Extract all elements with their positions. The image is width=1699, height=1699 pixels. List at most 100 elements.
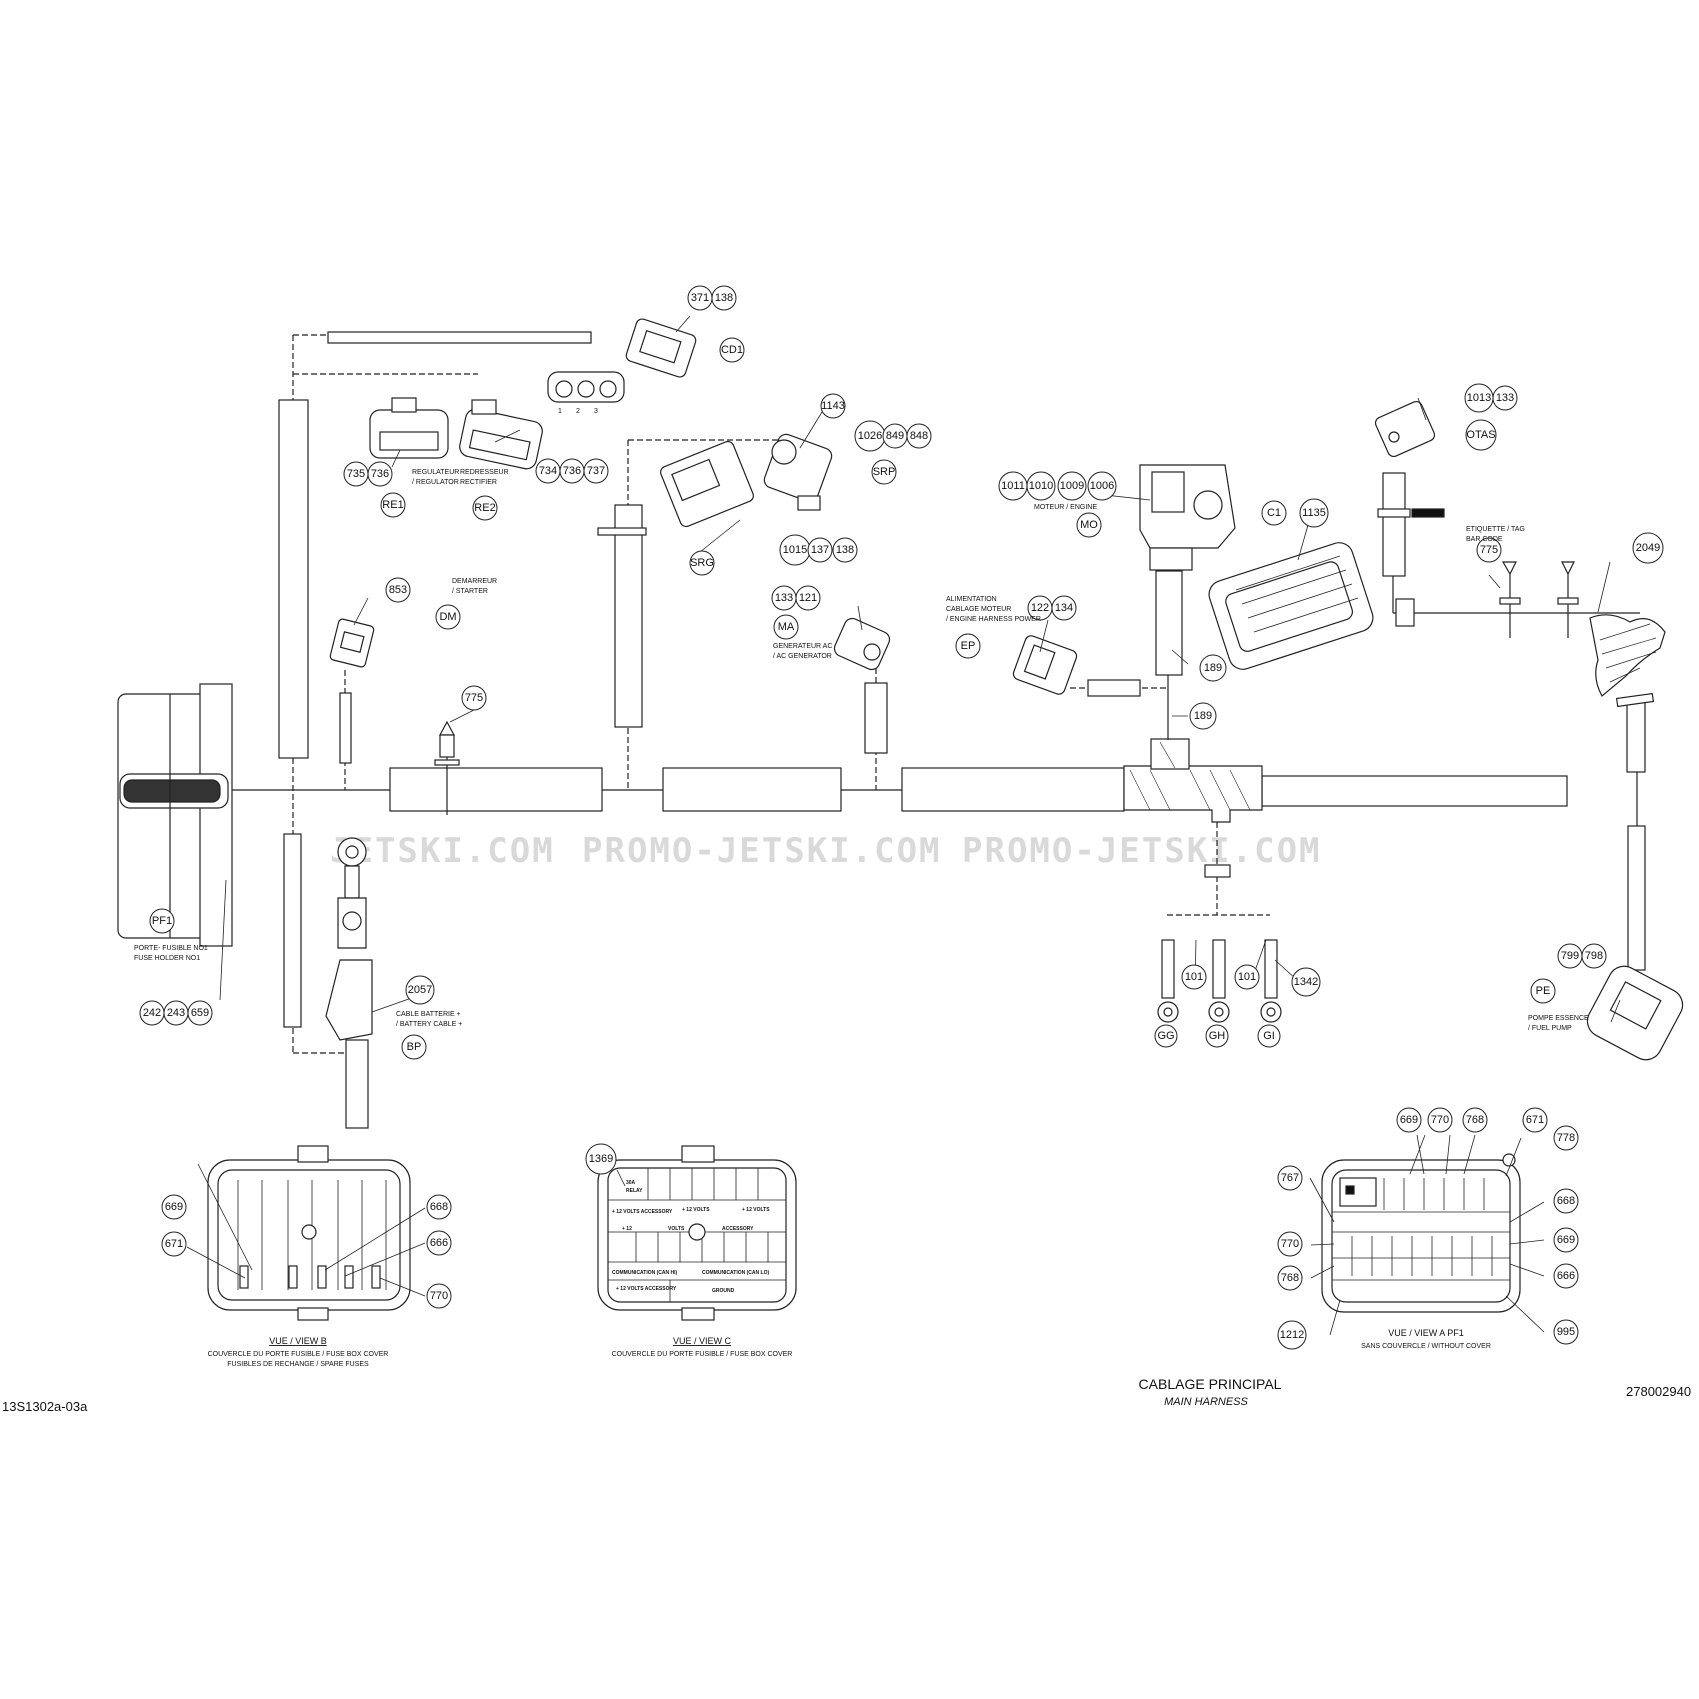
harness-sleeve xyxy=(1261,775,1568,807)
rectifier-label: REDRESSEUR xyxy=(460,469,509,476)
ac-generator-label: GENERATEUR AC xyxy=(773,643,832,650)
connector-pe xyxy=(1586,965,1684,1061)
junction-block xyxy=(1123,765,1263,823)
harness-sleeve xyxy=(278,399,309,759)
harness-sleeve xyxy=(1087,679,1141,697)
callout-101: 101 xyxy=(1185,971,1203,983)
harness-sleeve xyxy=(1627,825,1646,971)
callout-768: 768 xyxy=(1466,1114,1484,1126)
tag-label: ETIQUETTE / TAG xyxy=(1466,526,1525,533)
harness-sleeve xyxy=(1264,939,1278,999)
harness-sleeve xyxy=(1395,598,1415,627)
harness-sleeve xyxy=(1212,939,1226,999)
callout-770: 770 xyxy=(1431,1114,1449,1126)
view-b-caption: FUSIBLES DE RECHANGE / SPARE FUSES xyxy=(227,1361,369,1368)
rectifier-label-en: RECTIFIER xyxy=(460,479,497,486)
battery-cable-label: CABLE BATTERIE + xyxy=(396,1011,461,1018)
callout-737: 737 xyxy=(587,465,605,477)
callout-671: 671 xyxy=(165,1238,183,1250)
starter-label: DEMARREUR xyxy=(452,578,497,585)
callout-133: 133 xyxy=(1496,392,1514,404)
callout-371: 371 xyxy=(691,292,709,304)
view-b-caption: COUVERCLE DU PORTE FUSIBLE / FUSE BOX CO… xyxy=(208,1351,389,1358)
fuse-label: + 12 VOLTS ACCESSORY xyxy=(616,1286,677,1292)
ac-generator-label-en: / AC GENERATOR xyxy=(773,653,832,660)
battery-cable-bp xyxy=(325,837,373,1129)
callout-re2: RE2 xyxy=(474,502,495,514)
callout-775: 775 xyxy=(465,692,483,704)
engine-harness-power-label: ALIMENTATION xyxy=(946,596,997,603)
callout-666: 666 xyxy=(1557,1270,1575,1282)
watermark: PROMO-JETSKI.COM xyxy=(582,831,942,871)
callout-995: 995 xyxy=(1557,1326,1575,1338)
callout-1006: 1006 xyxy=(1090,480,1114,492)
watermark: PROMO-JETSKI.COM xyxy=(962,831,1322,871)
callout-ep: EP xyxy=(961,640,976,652)
callout-re1: RE1 xyxy=(382,499,403,511)
harness-sleeve xyxy=(662,767,842,812)
ground-ring-terminal xyxy=(1157,1001,1179,1023)
starter-label-en: / STARTER xyxy=(452,588,488,595)
harness-sleeve xyxy=(901,767,1125,812)
callout-133: 133 xyxy=(775,592,793,604)
callout-189: 189 xyxy=(1204,662,1222,674)
connector-ep xyxy=(1012,635,1078,695)
callout-189: 189 xyxy=(1194,710,1212,722)
fitting-775 xyxy=(434,720,460,815)
diagram-title: CABLAGE PRINCIPAL xyxy=(1139,1376,1282,1392)
fuse-label: VOLTS xyxy=(668,1226,685,1232)
callout-242: 242 xyxy=(143,1007,161,1019)
connector-otas xyxy=(1374,400,1436,458)
part-number: 278002940 xyxy=(1626,1384,1691,1399)
watermark-group: JETSKI.COM PROMO-JETSKI.COM PROMO-JETSKI… xyxy=(330,831,1322,871)
callout-1369: 1369 xyxy=(589,1153,613,1165)
callout-735: 735 xyxy=(347,468,365,480)
connector-3-pin xyxy=(547,371,625,403)
callout-137: 137 xyxy=(811,544,829,556)
callout-1342: 1342 xyxy=(1294,976,1318,988)
callout-2049: 2049 xyxy=(1636,542,1660,554)
callout-671: 671 xyxy=(1526,1114,1544,1126)
harness-sleeve xyxy=(1161,939,1175,999)
ground-ring-terminal xyxy=(1208,1001,1230,1023)
callout-768: 768 xyxy=(1281,1272,1299,1284)
relay-label: RELAY xyxy=(626,1188,643,1194)
pin-number: 2 xyxy=(576,408,580,415)
callout-ma: MA xyxy=(778,621,795,633)
harness-sleeve xyxy=(1382,472,1406,577)
callout-669: 669 xyxy=(1557,1234,1575,1246)
fuel-pump-label-en: / FUEL PUMP xyxy=(1528,1025,1572,1032)
callout-798: 798 xyxy=(1585,950,1603,962)
connector-ma xyxy=(833,617,891,671)
harness-sleeve xyxy=(283,833,302,1028)
ground-stud xyxy=(1204,864,1231,878)
callout-2057: 2057 xyxy=(408,984,432,996)
callout-770: 770 xyxy=(1281,1238,1299,1250)
pin-number: 1 xyxy=(558,408,562,415)
fuse-label: + 12 VOLTS ACCESSORY xyxy=(612,1209,673,1215)
cable-tie xyxy=(597,527,647,536)
callout-767: 767 xyxy=(1281,1172,1299,1184)
bellows-2049 xyxy=(1589,614,1666,708)
regulator-label: REGULATEUR - xyxy=(412,469,464,476)
callout-bp: BP xyxy=(407,1041,422,1053)
callout-cd1: CD1 xyxy=(721,344,743,356)
callout-659: 659 xyxy=(191,1007,209,1019)
view-b-title: VUE / VIEW B xyxy=(269,1336,327,1346)
callout-1026: 1026 xyxy=(858,430,882,442)
diagram-subtitle: MAIN HARNESS xyxy=(1164,1396,1248,1408)
callout-gh: GH xyxy=(1209,1030,1226,1042)
engine-label: MOTEUR / ENGINE xyxy=(1034,504,1097,511)
fuse-label: GROUND xyxy=(712,1288,735,1294)
connector-srg xyxy=(660,440,754,528)
callout-668: 668 xyxy=(1557,1195,1575,1207)
bar-code-label: BAR CODE xyxy=(1466,536,1503,543)
engine-harness-power-label: CABLAGE MOTEUR xyxy=(946,606,1011,613)
diagram-code: 13S1302a-03a xyxy=(2,1399,88,1414)
callout-736: 736 xyxy=(371,468,389,480)
connector-srp xyxy=(763,433,833,511)
ground-ring-terminal xyxy=(1260,1001,1282,1023)
callout-pe: PE xyxy=(1536,985,1551,997)
fuel-pump-label: POMPE ESSENCE xyxy=(1528,1015,1589,1022)
